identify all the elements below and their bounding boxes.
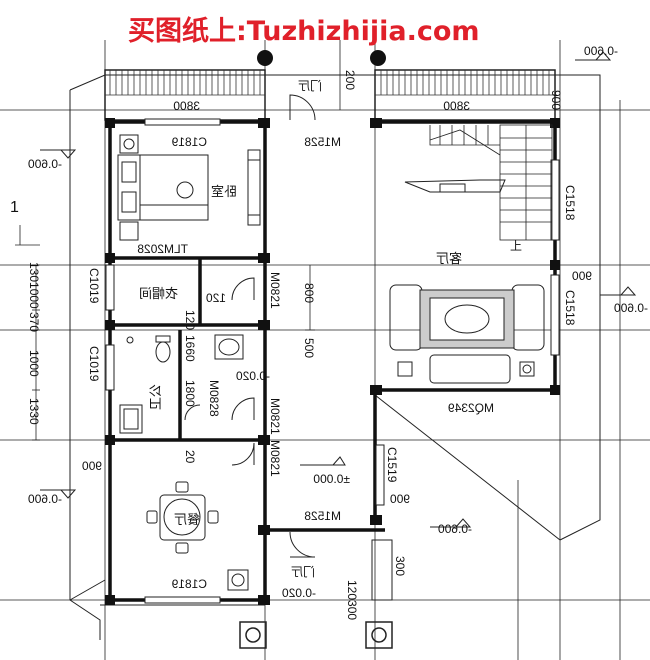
level-right-1: -0.600 bbox=[614, 301, 648, 315]
label-door-bottom: 门厅 bbox=[291, 564, 315, 579]
dim-200: 200 bbox=[343, 70, 357, 90]
axis-mark: 1 bbox=[10, 199, 19, 216]
code-c1518-b: C1518 bbox=[563, 290, 577, 326]
level-top-right: -0.600 bbox=[584, 44, 618, 58]
code-c1819-bottom: C1819 bbox=[171, 577, 207, 591]
dim-500: 500 bbox=[302, 338, 316, 358]
code-m1528-bottom: M1528 bbox=[304, 509, 341, 523]
dim-370: 370 bbox=[27, 312, 41, 332]
code-m1528-top: M1528 bbox=[304, 135, 341, 149]
walls bbox=[108, 120, 557, 602]
watermark-text: 买图纸上:Tuzhizhijia.com bbox=[128, 15, 480, 47]
label-up: 上 bbox=[510, 239, 522, 253]
code-m0821-a: M0821 bbox=[268, 272, 282, 309]
dim-1301000: 1301000 bbox=[27, 262, 41, 309]
doors bbox=[184, 94, 316, 558]
dim-900-right: 900 bbox=[549, 90, 563, 110]
room-dining: 餐厅 bbox=[174, 512, 200, 528]
code-m0821-c: M0821 bbox=[268, 440, 282, 477]
level-000: ±0.000 bbox=[313, 472, 350, 486]
entrance-columns bbox=[239, 50, 393, 649]
dimension-texts: 3800 3800 200 900 900 900 900 800 500 12… bbox=[27, 70, 592, 620]
wall-columns bbox=[105, 118, 560, 605]
top-right-balcony bbox=[374, 69, 556, 121]
dim-120300: 120300 bbox=[345, 580, 359, 620]
staircase bbox=[429, 124, 553, 241]
tv-cabinet bbox=[404, 179, 506, 193]
dim-1000: 1000 bbox=[27, 350, 41, 377]
code-c1019-a: C1019 bbox=[87, 268, 101, 304]
dim-900-low: 900 bbox=[390, 492, 410, 506]
dim-900-mid: 900 bbox=[572, 269, 592, 283]
dim-900-left: 900 bbox=[82, 459, 102, 473]
code-c1019-b: C1019 bbox=[87, 346, 101, 382]
dim-1660: 1660 bbox=[183, 335, 197, 362]
dim-120b: 120 bbox=[183, 310, 197, 330]
dining-table bbox=[146, 481, 219, 554]
level-020-a: -0.020 bbox=[236, 369, 270, 383]
code-c1519: C1519 bbox=[385, 447, 399, 483]
dim-1330: 1330 bbox=[27, 398, 41, 425]
room-living: 客厅 bbox=[436, 251, 462, 267]
wardrobe-closet bbox=[247, 149, 261, 226]
room-labels: 卧室 衣帽间 公卫 客厅 餐厅 bbox=[139, 184, 462, 528]
level-texts: -0.600 -0.600 -0.600 -0.600 -0.600 -0.02… bbox=[28, 44, 648, 600]
sofa-set bbox=[389, 284, 545, 384]
opening-codes: C1819 C1819 TLM2028 M1528 M1528 MQ2349 M… bbox=[87, 78, 577, 591]
code-c1819-top: C1819 bbox=[171, 135, 207, 149]
entry-fixtures bbox=[227, 539, 393, 601]
dimension-lines bbox=[15, 40, 341, 441]
level-right-2: -0.600 bbox=[438, 522, 472, 536]
dim-1800: 1800 bbox=[183, 380, 197, 407]
level-left-2: -0.600 bbox=[28, 492, 62, 506]
label-door-top: 门厅 bbox=[298, 78, 322, 93]
dim-3800-right: 3800 bbox=[443, 99, 470, 113]
room-toilet: 公卫 bbox=[149, 384, 164, 410]
toilet-fixtures bbox=[119, 334, 244, 434]
code-mq2349: MQ2349 bbox=[448, 401, 494, 415]
dim-3800-left: 3800 bbox=[173, 99, 200, 113]
dim-800: 800 bbox=[302, 283, 316, 303]
code-tlm2028: TLM2028 bbox=[137, 242, 188, 256]
dim-120a: 120 bbox=[206, 291, 226, 305]
windows bbox=[105, 118, 560, 604]
level-markers bbox=[40, 51, 637, 528]
terrace-outline bbox=[69, 74, 601, 640]
code-c1518-a: C1518 bbox=[563, 185, 577, 221]
dim-300: 300 bbox=[393, 556, 407, 576]
code-m0821-b: M0821 bbox=[268, 398, 282, 435]
level-left-1: -0.600 bbox=[28, 157, 62, 171]
level-020-b: -0.020 bbox=[282, 586, 316, 600]
room-bedroom: 卧室 bbox=[211, 184, 237, 200]
bed bbox=[117, 134, 209, 241]
dim-20: 20 bbox=[183, 450, 197, 464]
code-m0828: M0828 bbox=[207, 380, 221, 417]
room-wardrobe: 衣帽间 bbox=[139, 286, 178, 302]
